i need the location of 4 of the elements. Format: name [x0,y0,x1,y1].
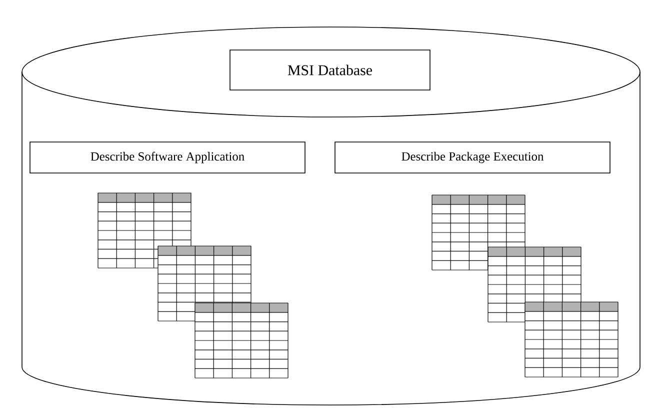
label-box: Describe Package Execution [334,142,610,174]
title-box: MSI Database [230,50,430,90]
label-box: Describe Software Application [30,142,306,174]
database-cylinder [22,26,640,406]
